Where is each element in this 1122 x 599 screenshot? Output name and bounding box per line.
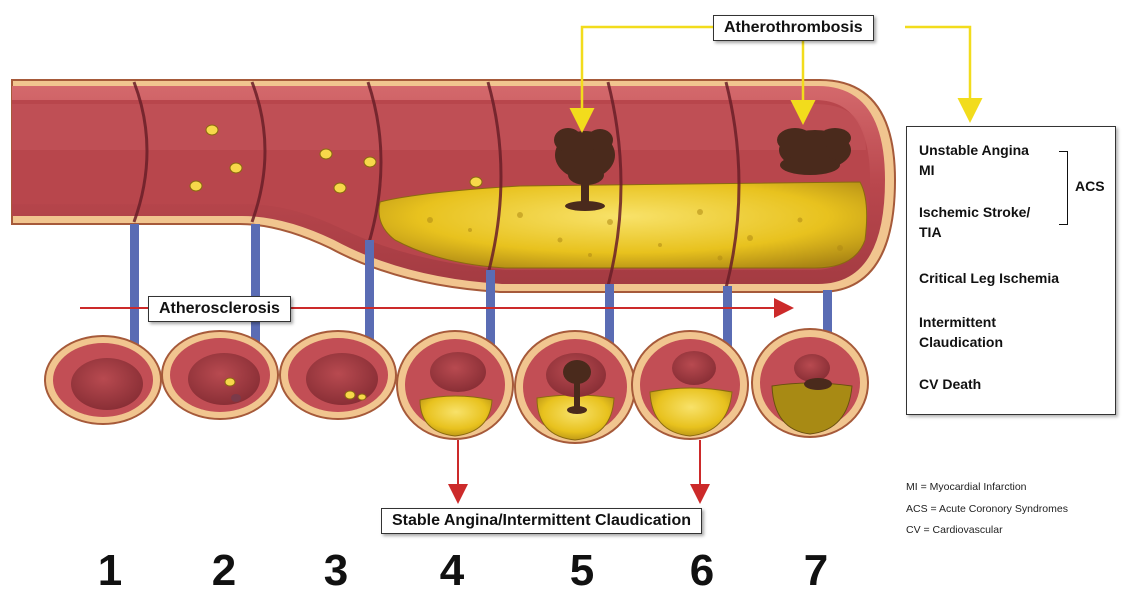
stage-number-3: 3 <box>306 547 366 595</box>
cross-section-7 <box>752 329 868 437</box>
outcome-mi: MI <box>919 161 935 180</box>
stage-number-1: 1 <box>80 547 140 595</box>
outcome-cv-death: CV Death <box>919 375 981 394</box>
outcome-claudication: Claudication <box>919 333 1003 352</box>
cross-section-6 <box>632 331 748 439</box>
stage-number-4: 4 <box>422 547 482 595</box>
outcome-tia: TIA <box>919 223 942 242</box>
cross-section-5 <box>515 331 635 443</box>
outcome-critical-leg-ischemia: Critical Leg Ischemia <box>919 269 1059 288</box>
stage-number-5: 5 <box>552 547 612 595</box>
outcomes-box: Unstable Angina MI Ischemic Stroke/ TIA … <box>906 126 1116 415</box>
acs-bracket <box>1059 151 1068 225</box>
abbr-mi: MI = Myocardial Infarction <box>906 481 1027 493</box>
cross-section-1 <box>45 336 161 424</box>
outcome-intermittent: Intermittent <box>919 313 996 332</box>
plaque-deposit <box>379 182 867 268</box>
outcome-unstable-angina: Unstable Angina <box>919 141 1029 160</box>
atherosclerosis-label: Atherosclerosis <box>148 296 291 322</box>
atherothrombosis-label: Atherothrombosis <box>713 15 874 41</box>
cross-section-2 <box>162 331 278 419</box>
stage-number-2: 2 <box>194 547 254 595</box>
cross-section-3 <box>280 331 396 419</box>
stable-angina-label: Stable Angina/Intermittent Claudication <box>381 508 702 534</box>
acs-label: ACS <box>1075 178 1105 194</box>
abbr-cv: CV = Cardiovascular <box>906 524 1003 536</box>
stable-angina-arrows <box>458 440 700 500</box>
abbr-acs: ACS = Acute Coronory Syndromes <box>906 503 1068 515</box>
stage-number-6: 6 <box>672 547 732 595</box>
outcome-ischemic-stroke: Ischemic Stroke/ <box>919 203 1030 222</box>
stage-number-7: 7 <box>786 547 846 595</box>
cross-section-4 <box>397 331 513 439</box>
